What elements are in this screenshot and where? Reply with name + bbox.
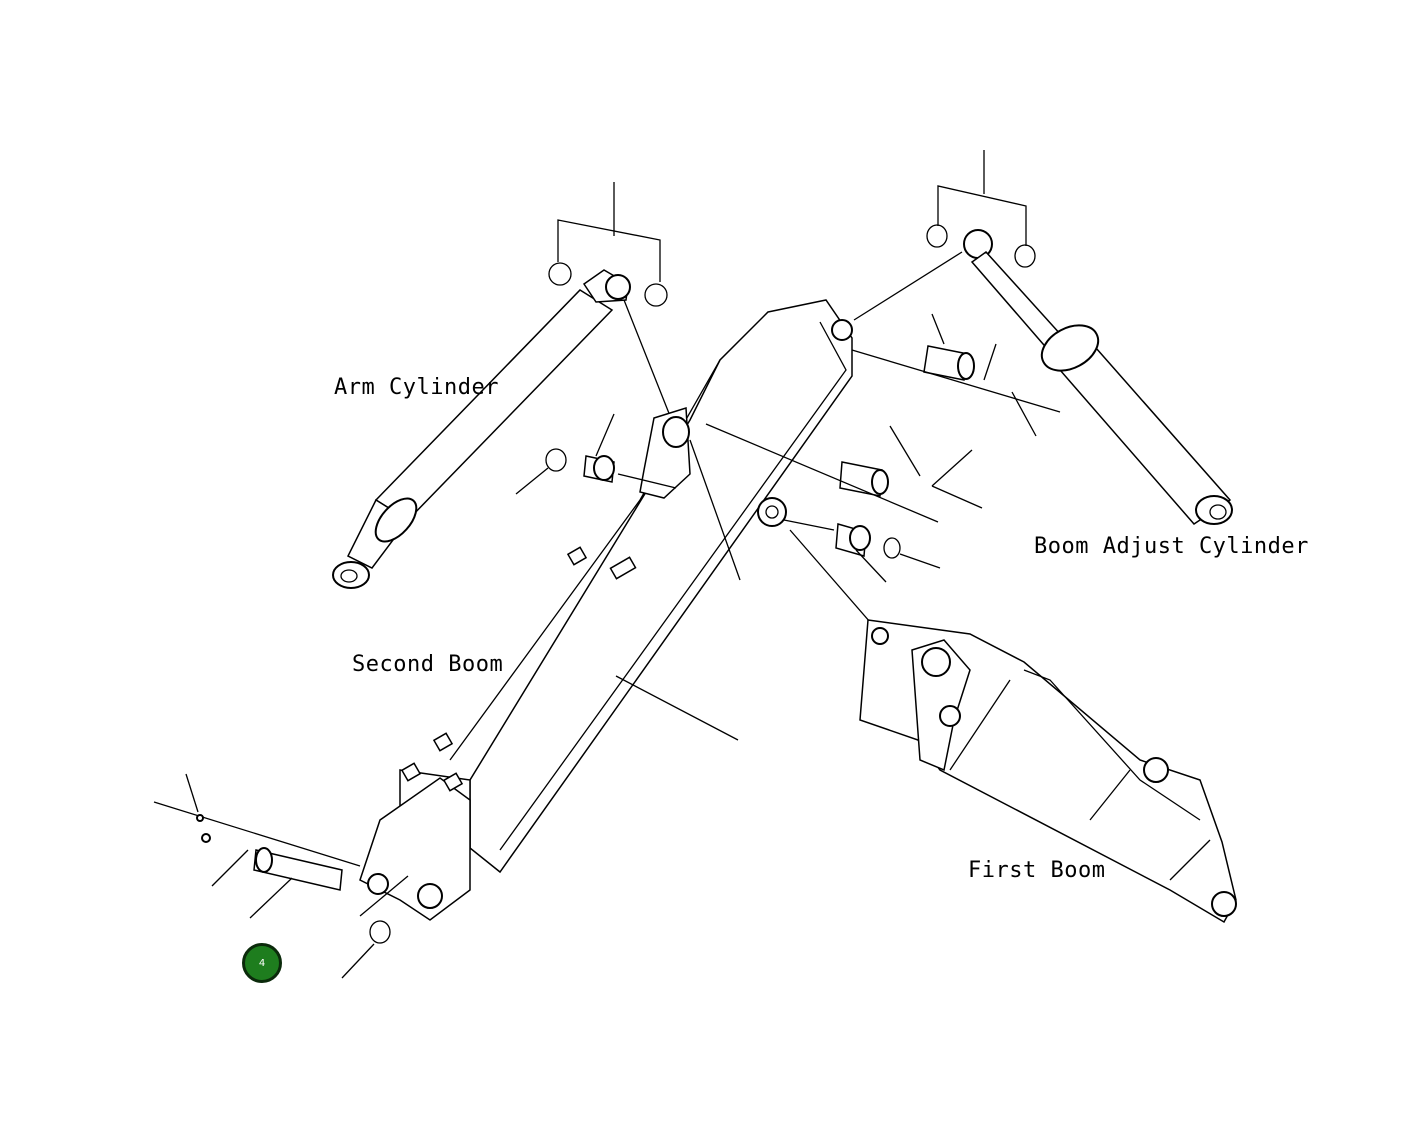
second-boom-label: Second Boom — [352, 652, 504, 677]
callout-number: 4 — [258, 957, 266, 969]
arm-cylinder-label: Arm Cylinder — [334, 375, 499, 400]
boom-pins — [515, 313, 1061, 669]
first-boom — [859, 619, 1237, 924]
first-boom-label: First Boom — [968, 858, 1106, 883]
boom-adjust-cylinder-label: Boom Adjust Cylinder — [1034, 534, 1309, 559]
second-boom — [359, 299, 853, 921]
callout-badge[interactable]: 4 — [242, 943, 282, 983]
lower-pin-assembly — [153, 773, 409, 979]
arm-cylinder-leader — [557, 182, 661, 282]
boom-adjust-cylinder — [853, 150, 1233, 525]
arm-cylinder — [332, 262, 679, 589]
